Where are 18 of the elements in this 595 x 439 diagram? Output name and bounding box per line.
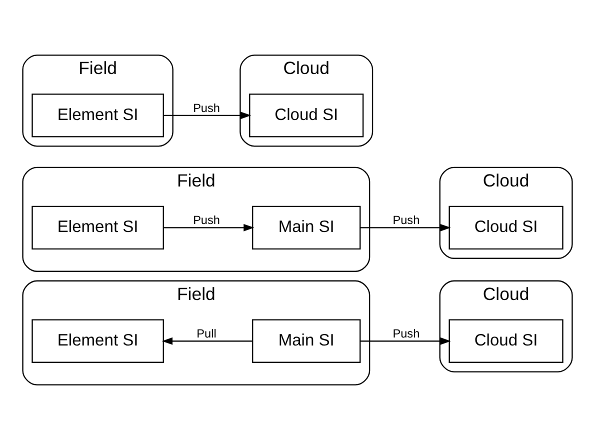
arrow [164,111,252,119]
node-box: Cloud SI [249,93,364,137]
edge-label: Push [392,326,420,340]
node-box: Element SI [32,205,164,250]
arrow [360,336,451,344]
node-box: Cloud SI [448,318,564,362]
edge-label: Push [193,212,220,227]
node-box: Cloud SI [448,205,564,250]
node-box: Element SI [32,93,164,137]
node-box: Element SI [32,318,164,362]
arrow [162,336,252,344]
node-box: Main SI [252,205,361,250]
arrow [360,223,451,231]
node-box: Main SI [252,318,361,362]
edge-label: Push [193,100,220,114]
edge-label: Pull [196,326,216,340]
arrow [164,223,254,231]
edge-label: Push [392,212,420,227]
